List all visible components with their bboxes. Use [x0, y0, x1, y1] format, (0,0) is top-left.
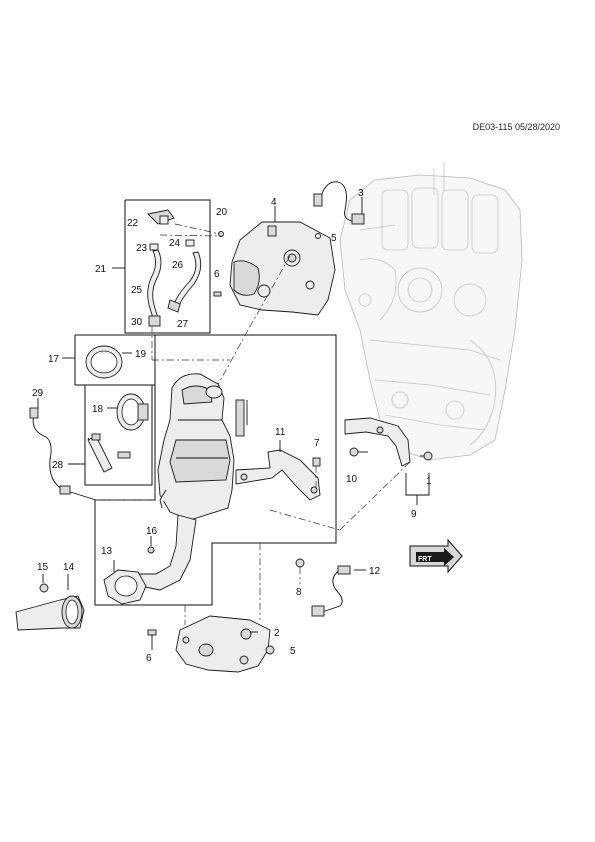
oxygen-sensor-12: [311, 565, 351, 617]
engine-background: [339, 162, 523, 461]
callout-19: 19: [135, 349, 147, 360]
bolt-6-upper: [213, 291, 222, 297]
flange-gasket-13: [103, 569, 147, 605]
lower-heat-shield-2: [175, 615, 271, 673]
fitting-27: [167, 299, 181, 313]
callout-28: 28: [52, 460, 64, 471]
bolt-10: [349, 447, 368, 457]
callout-24: 24: [169, 238, 181, 249]
callout-13: 13: [101, 546, 113, 557]
group-box-21: [124, 199, 211, 334]
nut-5-lower: [265, 645, 275, 655]
callout-25: 25: [131, 285, 143, 296]
temperature-sensor-28: [87, 433, 131, 473]
callout-11: 11: [275, 427, 286, 438]
nut-8: [295, 558, 305, 568]
fitting-30: [148, 315, 161, 327]
oxygen-sensor-29: [29, 407, 97, 501]
callout-10: 10: [346, 474, 358, 485]
bolt-1: [420, 451, 433, 461]
clip-24: [185, 239, 195, 247]
catalytic-converter: [157, 373, 245, 521]
callout-29: 29: [32, 388, 44, 399]
upper-heat-shield-4: [229, 221, 336, 316]
callout-5-upper: 5: [331, 233, 337, 244]
callout-30: 30: [131, 317, 143, 328]
v-band-clamp-18: [116, 393, 149, 431]
callout-9: 9: [411, 509, 417, 520]
callout-2: 2: [274, 628, 280, 639]
callout-15: 15: [37, 562, 49, 573]
callout-6-upper: 6: [214, 269, 220, 280]
callout-14: 14: [63, 562, 75, 573]
callout-12: 12: [369, 566, 381, 577]
callout-23: 23: [136, 243, 148, 254]
pressure-sensor-22: [147, 209, 175, 225]
bolt-6-lower: [147, 629, 157, 636]
bolt-7: [312, 457, 321, 467]
front-arrow-icon: FRT: [409, 538, 463, 574]
callout-26: 26: [172, 260, 184, 271]
callout-17: 17: [48, 354, 60, 365]
group-box-28: [84, 384, 153, 486]
oxygen-sensor-3: [313, 181, 365, 225]
clip-23: [149, 243, 159, 251]
callout-6-lower: 6: [146, 653, 152, 664]
callout-8: 8: [296, 587, 302, 598]
support-bracket-11: [235, 449, 321, 501]
hose-25: [147, 249, 162, 319]
bracket-1: [344, 417, 411, 467]
group-box-catalytic: [94, 334, 337, 606]
callout-3: 3: [358, 188, 364, 199]
callout-27: 27: [177, 319, 189, 330]
callout-21: 21: [95, 264, 107, 275]
bolt-20: [218, 231, 224, 237]
callout-1: 1: [426, 476, 432, 487]
callout-18: 18: [92, 404, 104, 415]
callout-5-lower: 5: [290, 646, 296, 657]
front-label: FRT: [418, 556, 432, 563]
callout-20: 20: [216, 207, 228, 218]
callout-22: 22: [127, 218, 139, 229]
nut-5-upper: [315, 233, 321, 239]
callout-16: 16: [146, 526, 158, 537]
callout-4: 4: [271, 197, 277, 208]
nut-15: [39, 583, 49, 593]
document-id: DE03-115 05/28/2020: [472, 122, 560, 132]
callout-7: 7: [314, 438, 320, 449]
gasket-ring-19: [85, 345, 123, 379]
front-pipe-14: [15, 595, 85, 631]
